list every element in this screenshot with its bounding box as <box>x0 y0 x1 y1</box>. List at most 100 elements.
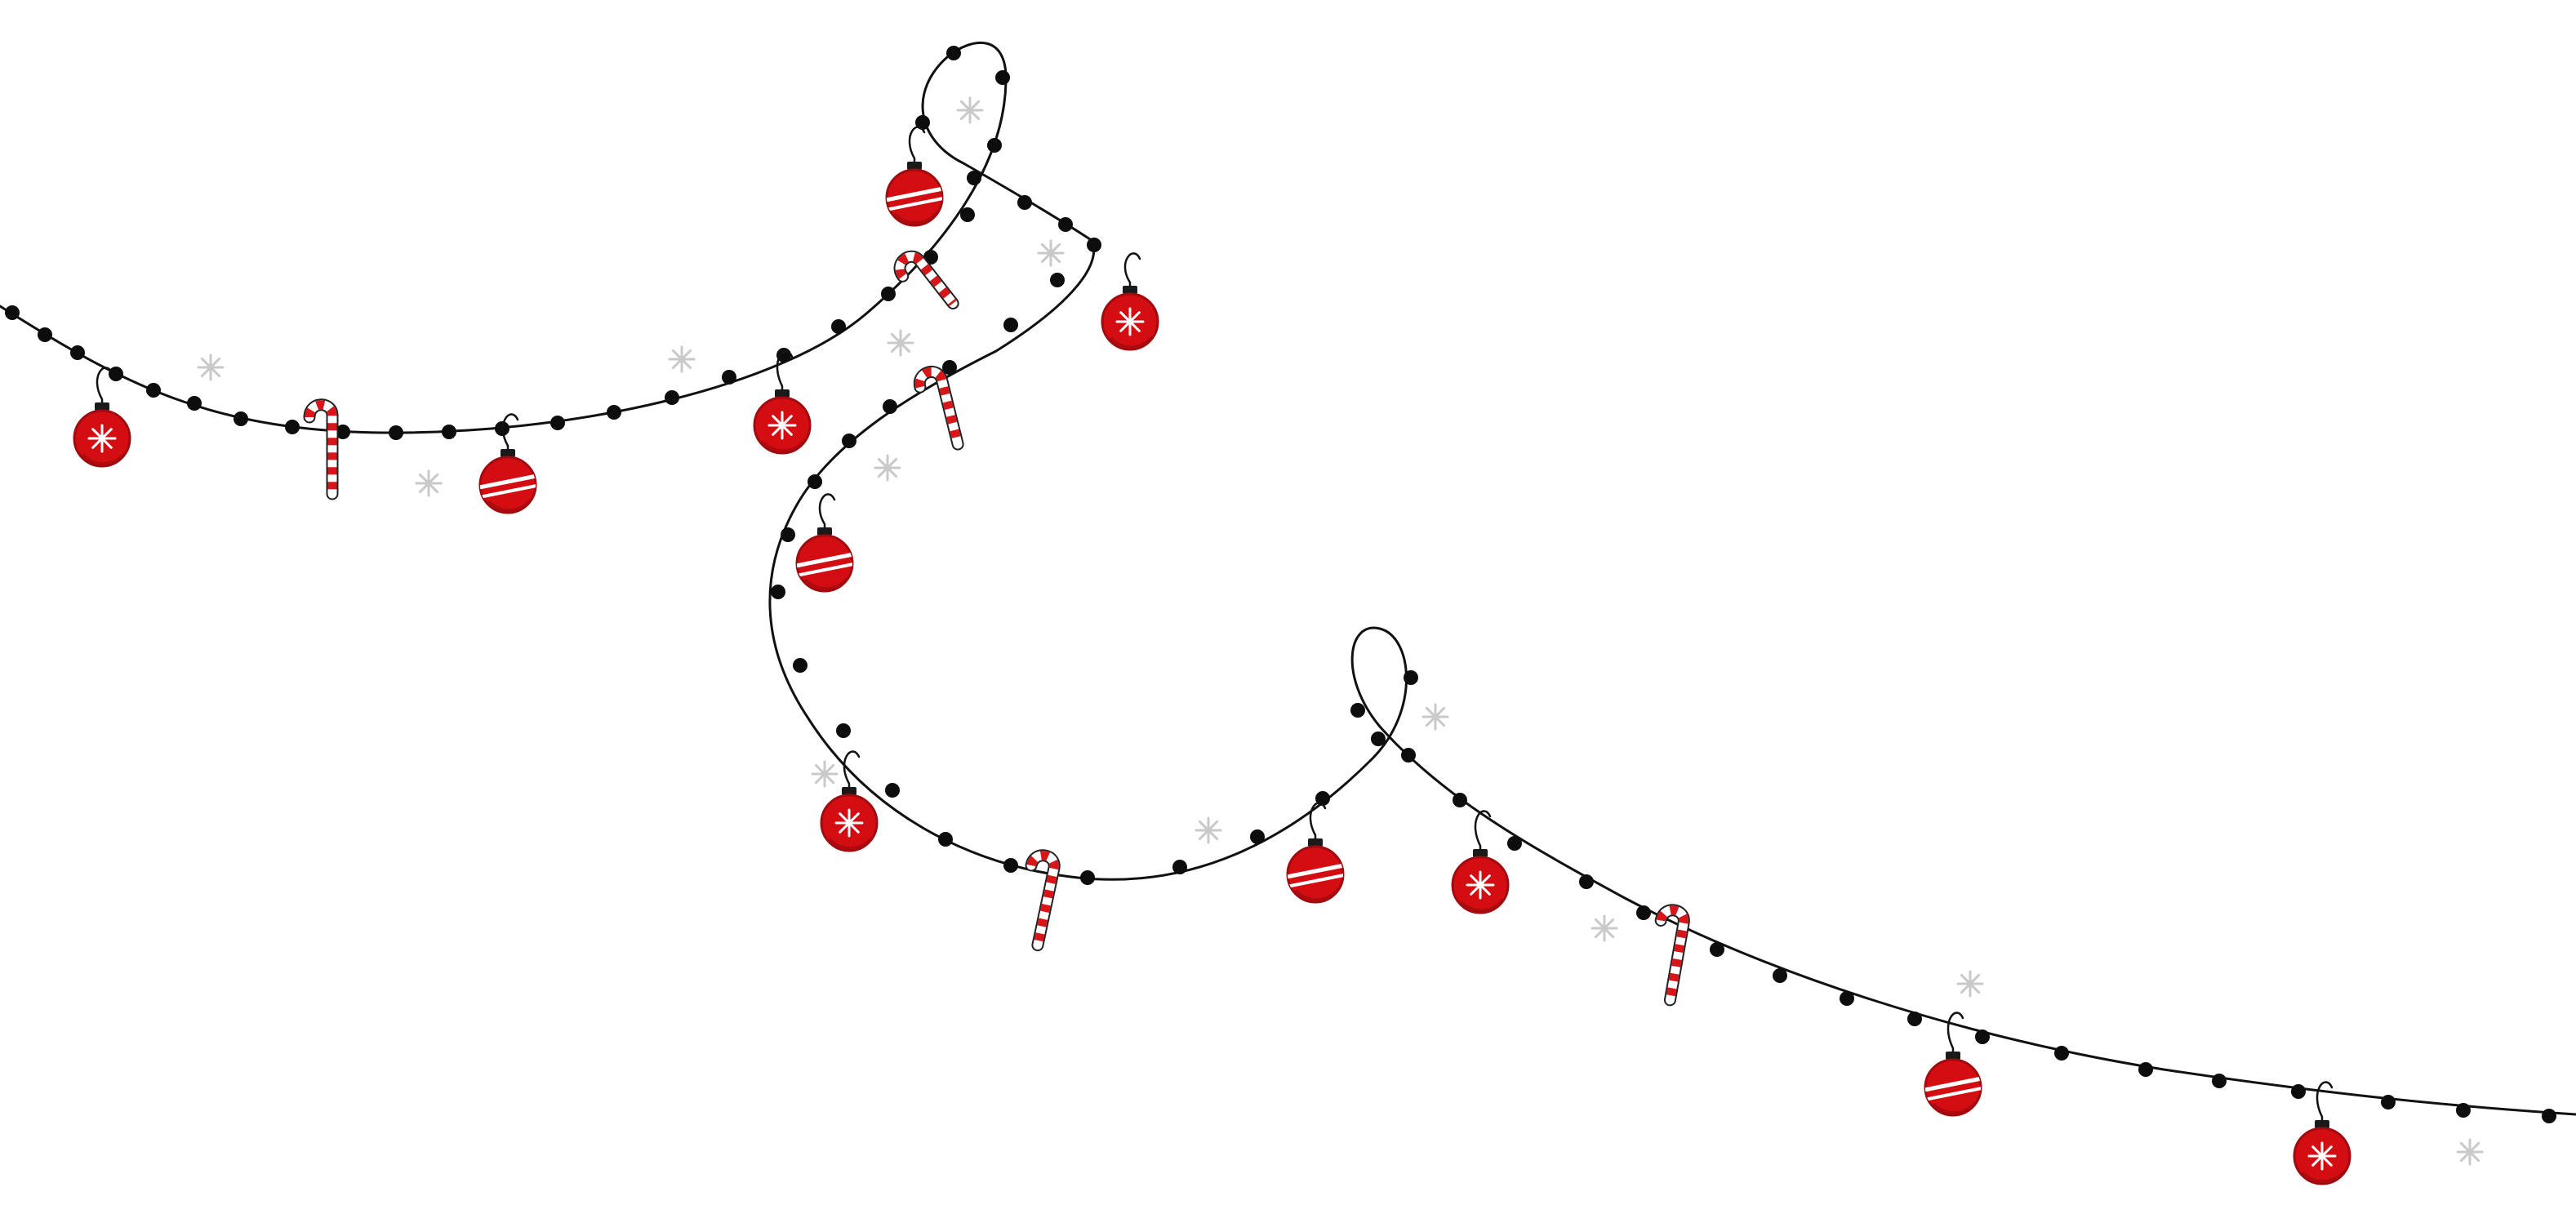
bead-icon <box>831 319 846 334</box>
bead-icon <box>1907 1012 1922 1026</box>
bead-icon <box>1017 195 1032 210</box>
bead-icon <box>146 383 161 398</box>
bead-icon <box>883 399 897 414</box>
bead-icon <box>1579 874 1594 889</box>
ornament-snowflake-mark <box>2307 1141 2337 1171</box>
bead-icon <box>38 327 52 342</box>
bead-icon <box>842 434 856 448</box>
bead-icon <box>1172 860 1187 874</box>
bead-icon <box>781 527 795 542</box>
ornament-stripes <box>480 473 536 500</box>
snowflake-icon <box>668 345 696 373</box>
bead-icon <box>1058 217 1073 232</box>
bead-icon <box>1710 942 1724 957</box>
striped-ornament-icon <box>1286 802 1345 904</box>
snowflake-icon <box>1195 816 1222 844</box>
candy-cane-icon <box>893 250 959 310</box>
bead-icon <box>1507 836 1522 851</box>
bead-icon <box>938 832 953 847</box>
bead-icon <box>2054 1046 2069 1061</box>
bead-icon <box>2138 1062 2153 1077</box>
bead-icon <box>70 345 85 360</box>
striped-ornament-icon <box>885 126 944 227</box>
snowflake-icon <box>197 354 225 381</box>
striped-ornament-icon <box>1924 1012 1982 1117</box>
snowflake-ornament-icon <box>753 350 812 455</box>
snowflake-icon <box>1037 239 1065 267</box>
garland-beads <box>5 46 2556 1123</box>
bead-icon <box>2456 1103 2471 1118</box>
candy-cane-icon <box>913 366 964 451</box>
bead-icon <box>1003 858 1018 873</box>
bead-icon <box>722 370 736 385</box>
garland-strings <box>0 41 2576 1116</box>
bead-icon <box>607 405 621 420</box>
bead-icon <box>5 305 20 320</box>
candy-cane-icon <box>303 398 339 500</box>
hanging-decorations <box>73 126 2351 1185</box>
snowflake-ornament-icon <box>1101 252 1159 351</box>
bead-icon <box>885 783 900 798</box>
ornament-stripes <box>1925 1075 1981 1102</box>
snowflake-ornament-icon <box>2293 1081 2351 1185</box>
snowflake-icon <box>874 454 901 482</box>
bead-icon <box>987 138 1002 153</box>
snowflake-icon <box>1421 703 1449 731</box>
ornament-snowflake-mark <box>767 411 797 440</box>
bead-icon <box>1453 793 1467 807</box>
snowflakes <box>197 96 2484 1166</box>
snowflake-icon <box>1956 970 1984 998</box>
bead-icon <box>234 411 248 426</box>
ornament-snowflake-mark <box>1115 307 1145 336</box>
bead-icon <box>808 474 822 489</box>
bead-icon <box>2291 1084 2306 1099</box>
bead-icon <box>109 367 123 381</box>
snowflake-ornament-icon <box>1451 810 1510 914</box>
garland-string-2 <box>768 239 2576 1116</box>
bead-icon <box>389 425 403 440</box>
bead-icon <box>2542 1109 2556 1123</box>
ornament-stripes <box>887 185 942 212</box>
bead-icon <box>1050 273 1065 287</box>
snowflake-icon <box>811 760 839 788</box>
bead-icon <box>1080 870 1095 885</box>
bead-icon <box>1350 703 1365 718</box>
bead-icon <box>2212 1074 2227 1088</box>
bead-icon <box>1087 238 1101 252</box>
bead-icon <box>960 207 975 222</box>
snowflake-icon <box>415 469 443 497</box>
striped-ornament-icon <box>478 413 537 514</box>
bead-icon <box>187 396 202 411</box>
bead-icon <box>1250 829 1265 844</box>
snowflake-icon <box>887 329 914 357</box>
bead-icon <box>665 390 679 405</box>
bead-icon <box>995 70 1010 85</box>
bead-icon <box>1636 905 1651 920</box>
bead-icon <box>793 658 808 673</box>
bead-icon <box>967 171 981 185</box>
ornament-snowflake-mark <box>87 424 117 453</box>
ornament-stripes <box>1288 862 1343 889</box>
snowflake-icon <box>1591 914 1618 942</box>
bead-icon <box>1003 318 1018 332</box>
garland-string-1 <box>0 41 1094 434</box>
bead-icon <box>1840 991 1854 1006</box>
bead-icon <box>285 420 300 434</box>
bead-icon <box>336 425 350 439</box>
bead-icon <box>1401 748 1416 763</box>
candy-cane-icon <box>1654 904 1690 1007</box>
bead-icon <box>881 287 896 301</box>
striped-ornament-icon <box>795 493 854 593</box>
snowflake-icon <box>2456 1138 2484 1166</box>
bead-icon <box>942 360 957 375</box>
snowflake-ornament-icon <box>73 367 131 468</box>
bead-icon <box>550 416 565 430</box>
snowflake-ornament-icon <box>820 750 879 852</box>
ornament-snowflake-mark <box>834 808 864 838</box>
bead-icon <box>1404 670 1418 685</box>
bead-icon <box>442 425 456 439</box>
bead-icon <box>2381 1095 2396 1109</box>
bead-icon <box>771 585 785 599</box>
bead-icon <box>1371 732 1386 746</box>
